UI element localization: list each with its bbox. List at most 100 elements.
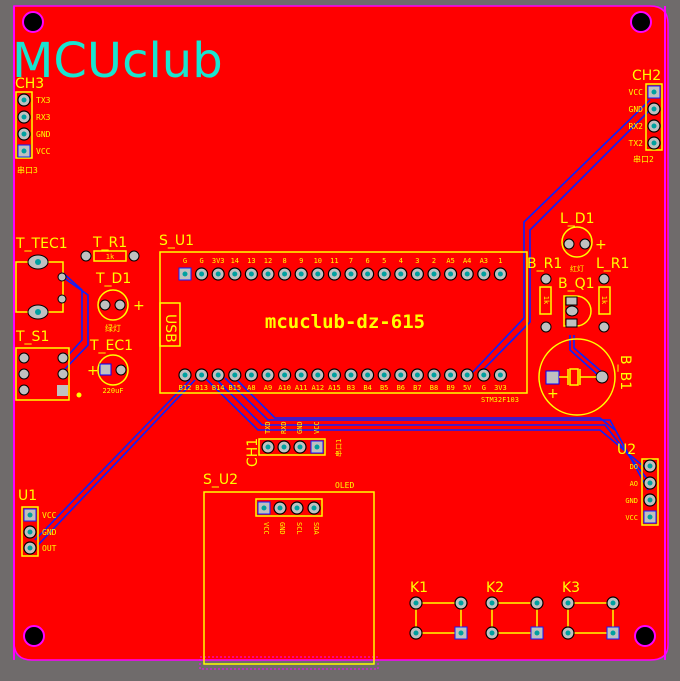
ch3-pad [17,144,31,158]
ch2-pad [647,102,661,116]
resistor-b-r1[interactable]: B_R1 1k [527,256,562,333]
key-pad [485,596,499,610]
mcu-bottom-pad [460,368,474,382]
mcu-bottom-pin-label: A11 [295,384,308,392]
u1-pin-label: GND [42,528,57,537]
mcu-bottom-pad [244,368,258,382]
usb-label: USB [162,314,178,343]
capacitor-t-ec1[interactable]: T_EC1 + 220uF [87,338,133,395]
mcu-top-pad [178,267,192,281]
key-pad [606,596,620,610]
key-buttons [409,596,620,640]
svg-text:+: + [87,363,99,379]
chip-label: STM32F103 [481,396,519,404]
mcu-top-pin-label: 6 [365,257,369,265]
ch1-pin-label: GND [296,421,304,434]
board-title: mcuclub-dz-615 [265,311,425,333]
ch1-ref: CH1 [245,438,261,467]
mcu-bottom-pin-label: B5 [380,384,388,392]
buzzer-b-b1[interactable]: + B_B1 [538,338,633,416]
mcu-bottom-pin-label: B9 [446,384,454,392]
ch2-pin-label: RX2 [629,122,644,131]
mcu-bottom-pin-label: B3 [347,384,355,392]
oled-pad [273,501,287,515]
mcu-bottom-pad [427,368,441,382]
connector-ch3[interactable]: CH3 TX3 RX3 GND VCC 串口3 [15,76,51,175]
l-r1-ref: L_R1 [596,256,629,272]
ch2-caption: 串口2 [633,155,654,164]
mcu-bottom-pad [211,368,225,382]
mcu-top-pin-label: 9 [299,257,303,265]
u2-pin-label: VCC [625,514,638,522]
u2-pin-label: GND [625,497,638,505]
transistor-b-q1[interactable]: B_Q1 [558,276,595,328]
ch1-caption: 串口1 [335,439,343,457]
led-l-d1[interactable]: L_D1 + 红灯 [560,211,607,273]
mcu-bottom-pad [394,368,408,382]
mcu-top-pin-label: 3 [415,257,419,265]
mcu-top-pin-label: 8 [282,257,286,265]
u1-pin-label: OUT [42,544,57,553]
u1-pad [23,541,37,555]
key-button-k2[interactable] [485,596,544,640]
mcu-top-pad [228,267,242,281]
l-r1-value: 1k [600,296,608,305]
mcu-top-pin-label: 14 [231,257,239,265]
u1-pad [23,508,37,522]
key-button-k1[interactable] [409,596,468,640]
mcu-bottom-pin-label: A15 [328,384,341,392]
key-k3-ref: K3 [562,580,580,596]
mcu-bottom-pad [261,368,275,382]
connector-ch1[interactable]: CH1 TXD RXD GND VCC 串口1 [245,421,343,467]
oled-pin-label: SDA [312,522,320,535]
t-s1-ref: T_S1 [15,329,49,345]
led-t-d1[interactable]: T_D1 + 绿灯 [95,271,145,333]
ch1-pad [310,440,324,454]
oled-s-u2[interactable]: S_U2 OLED VCC GND SCL SDA [199,472,379,670]
mcu-bottom-pin-label: A9 [264,384,272,392]
sensor-u1[interactable]: U1 VCC GND OUT [18,488,57,557]
encoder-t-tec1[interactable]: T_TEC1 [15,236,68,320]
ch1-pin-label: TXD [264,421,272,434]
key-pad [530,596,544,610]
u2-pad [643,493,657,507]
u2-ref: U2 [617,442,636,458]
sensor-u2[interactable]: U2 DO AO GND VCC [617,442,659,526]
ch1-pin-label: RXD [280,421,288,434]
resistor-t-r1[interactable]: T_R1 1k [80,235,140,262]
mcu-top-pad [460,267,474,281]
mcu-bottom-pad [311,368,325,382]
mcu-bottom-pin-label: B8 [430,384,438,392]
mcu-top-pad [327,267,341,281]
u2-pad [643,476,657,490]
oled-pad [257,501,271,515]
l-d1-value: 红灯 [570,264,584,273]
u1-pad [23,525,37,539]
mcu-bottom-pad [361,368,375,382]
t-ec1-ref: T_EC1 [89,338,133,354]
resistor-l-r1[interactable]: L_R1 1k [596,256,629,333]
ch3-caption: 串口3 [17,166,38,175]
key-button-k3[interactable] [561,596,620,640]
mcu-top-pin-label: 4 [399,257,403,265]
u2-pin-label: AO [630,480,638,488]
mcu-top-pin-label: 1 [498,257,502,265]
mcu-bottom-pad [344,368,358,382]
mcu-top-pad [344,267,358,281]
switch-t-s1[interactable]: T_S1 [15,329,82,401]
mcu-top-pad [377,267,391,281]
t-r1-ref: T_R1 [92,235,127,251]
mcu-top-pin-label: A4 [463,257,471,265]
mcu-top-pad [244,267,258,281]
mcu-bottom-pin-label: A12 [311,384,324,392]
board-outline [13,5,669,661]
mcu-bottom-pad [327,368,341,382]
key-pad [530,626,544,640]
mcu-top-pad [211,267,225,281]
mcu-bottom-pin-label: A8 [247,384,255,392]
mcu-top-pin-label: 3V3 [212,257,225,265]
connector-ch2[interactable]: CH2 VCC GND RX2 TX2 串口2 [629,68,663,164]
